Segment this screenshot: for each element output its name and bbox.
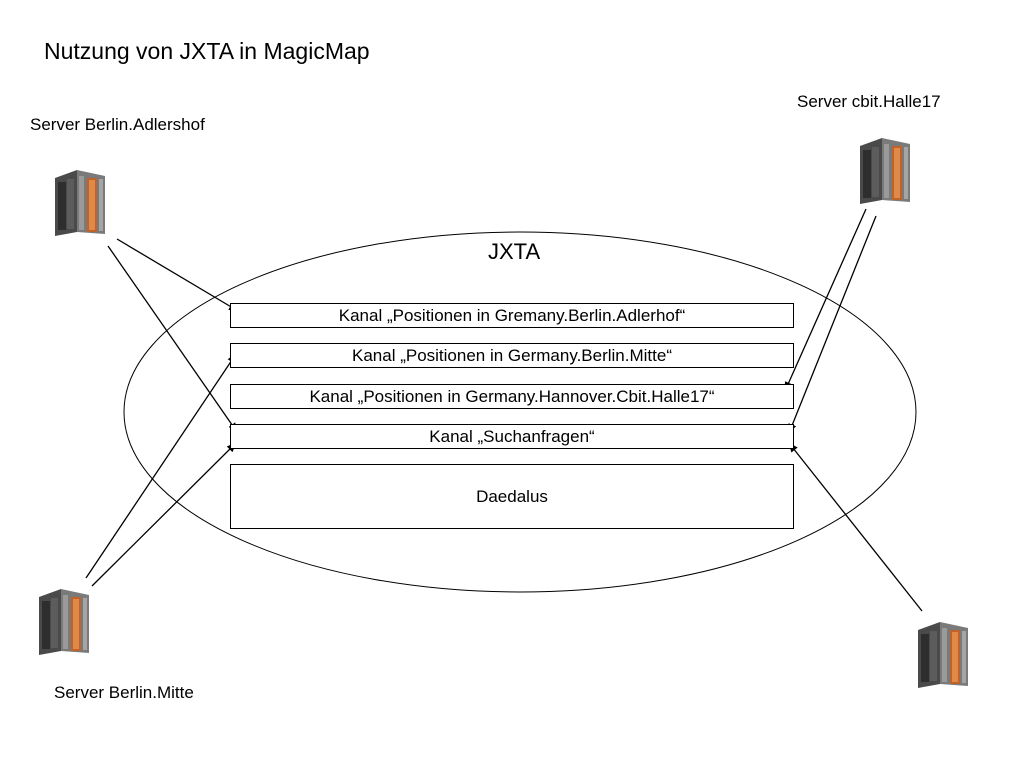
channel-halle17: Kanal „Positionen in Germany.Hannover.Cb… bbox=[230, 384, 794, 409]
arrow-unnamed-to-suchanfragen-channel bbox=[788, 442, 923, 612]
arrow-adlershof-to-suchanfragen-channel bbox=[107, 245, 238, 433]
jxta-ellipse bbox=[123, 231, 917, 593]
server-label-cbit-halle17: Server cbit.Halle17 bbox=[797, 92, 941, 111]
arrow-mitte-to-suchanfragen-channel bbox=[91, 442, 237, 587]
page-title: Nutzung von JXTA in MagicMap bbox=[44, 38, 370, 64]
daedalus-box: Daedalus bbox=[230, 464, 794, 529]
channel-suchanfragen-label: Kanal „Suchanfragen“ bbox=[429, 426, 595, 446]
channel-suchanfragen: Kanal „Suchanfragen“ bbox=[230, 424, 794, 449]
server-rack-icon bbox=[39, 589, 89, 655]
channel-mitte-label: Kanal „Positionen in Germany.Berlin.Mitt… bbox=[352, 345, 672, 365]
arrow-adlershof-to-adlerhof-channel bbox=[116, 238, 239, 312]
daedalus-label: Daedalus bbox=[476, 486, 548, 506]
arrow-cbit-to-halle-channel bbox=[784, 208, 867, 392]
channel-adlerhof-label: Kanal „Positionen in Gremany.Berlin.Adle… bbox=[338, 305, 686, 325]
channel-halle17-label: Kanal „Positionen in Germany.Hannover.Cb… bbox=[309, 386, 715, 406]
channel-mitte: Kanal „Positionen in Germany.Berlin.Mitt… bbox=[230, 343, 794, 368]
channel-adlerhof: Kanal „Positionen in Gremany.Berlin.Adle… bbox=[230, 303, 794, 328]
jxta-label: JXTA bbox=[488, 239, 541, 264]
server-rack-icon bbox=[55, 170, 105, 236]
arrow-cbit-to-suchanfragen-channel bbox=[788, 215, 877, 434]
server-label-berlin-adlershof: Server Berlin.Adlershof bbox=[30, 115, 205, 134]
server-rack-icon bbox=[860, 138, 910, 204]
arrow-mitte-to-mitte-channel bbox=[85, 353, 237, 579]
server-label-berlin-mitte: Server Berlin.Mitte bbox=[54, 683, 194, 702]
server-rack-icon bbox=[918, 622, 968, 688]
